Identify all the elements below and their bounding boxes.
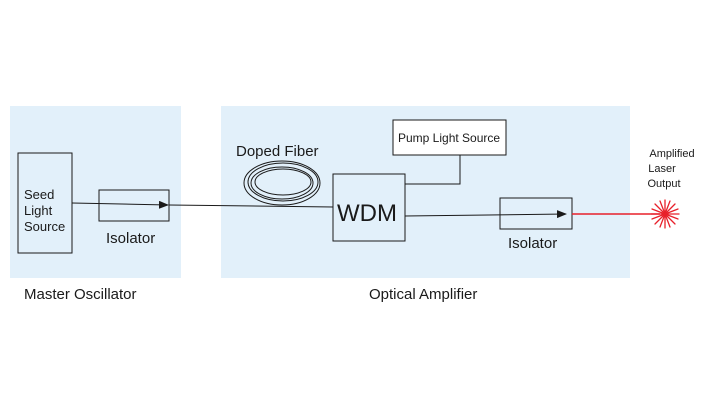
pump-connection — [405, 155, 461, 185]
beam-isolator-to-wdm — [168, 204, 334, 208]
seed-label-line1: Seed — [24, 187, 54, 202]
wdm-box — [332, 173, 406, 242]
beam-seed-to-isolator — [71, 200, 169, 209]
pump-light-source-box — [392, 119, 507, 156]
optical-amplifier-label: Optical Amplifier — [369, 286, 477, 303]
output-label-line1: Amplified — [649, 148, 694, 160]
doped-fiber-coil — [243, 160, 321, 206]
master-oscillator-label: Master Oscillator — [24, 286, 137, 303]
isolator-1-label: Isolator — [106, 230, 155, 247]
isolator-2-label: Isolator — [508, 235, 557, 252]
doped-fiber-label: Doped Fiber — [236, 143, 319, 160]
pump-light-source-label: Pump Light Source — [398, 131, 500, 145]
wdm-label: WDM — [337, 200, 397, 227]
output-label-line3: Output — [647, 178, 680, 190]
seed-label-line3: Source — [24, 219, 65, 234]
seed-label-line2: Light — [24, 203, 53, 218]
isolator-1-box — [98, 189, 170, 222]
seed-light-source-box — [17, 152, 73, 254]
laser-burst-icon — [650, 199, 680, 229]
output-label-line2: Laser — [648, 163, 676, 175]
beam-wdm-to-isolator2 — [404, 210, 567, 219]
